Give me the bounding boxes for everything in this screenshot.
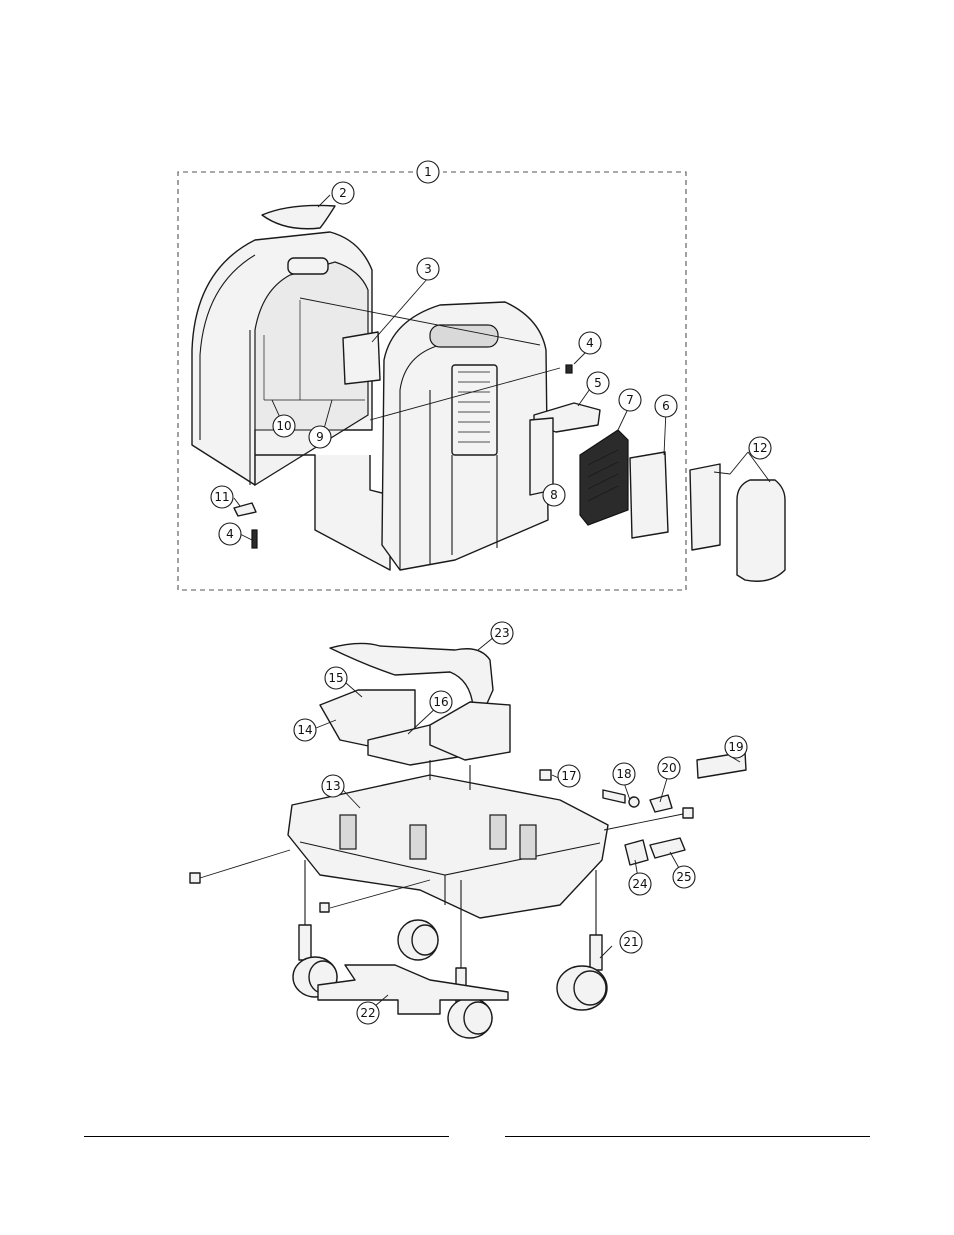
callout-16: 16 bbox=[429, 690, 453, 714]
part-foam-blocks bbox=[319, 689, 511, 766]
callout-5: 5 bbox=[586, 371, 610, 395]
part-caster-rear-left bbox=[397, 919, 439, 961]
svg-text:10: 10 bbox=[276, 419, 291, 433]
svg-text:8: 8 bbox=[550, 488, 558, 502]
part-filter-grille bbox=[579, 429, 629, 526]
callout-20: 20 bbox=[657, 756, 681, 780]
svg-text:17: 17 bbox=[561, 769, 576, 783]
svg-text:11: 11 bbox=[214, 490, 229, 504]
part-rear-shroud bbox=[191, 231, 391, 571]
svg-text:2: 2 bbox=[339, 186, 347, 200]
footer-rule-left bbox=[84, 1136, 449, 1137]
callout-7: 7 bbox=[618, 388, 642, 412]
callout-18: 18 bbox=[612, 762, 636, 786]
callout-15: 15 bbox=[324, 666, 348, 690]
callout-19: 19 bbox=[724, 735, 748, 759]
svg-text:24: 24 bbox=[632, 877, 647, 891]
callout-11: 11 bbox=[210, 485, 234, 509]
callout-23: 23 bbox=[490, 621, 514, 645]
callout-3: 3 bbox=[416, 257, 440, 281]
part-caster-right bbox=[556, 934, 608, 1011]
callout-14: 14 bbox=[293, 718, 317, 742]
callout-21: 21 bbox=[619, 930, 643, 954]
svg-text:9: 9 bbox=[316, 430, 324, 444]
part-screw-upper bbox=[565, 364, 573, 374]
svg-text:22: 22 bbox=[360, 1006, 375, 1020]
part-base-tray bbox=[287, 760, 609, 919]
callout-25: 25 bbox=[672, 865, 696, 889]
part-base-plate bbox=[317, 964, 509, 1015]
callout-1: 1 bbox=[416, 160, 440, 184]
svg-text:4: 4 bbox=[586, 336, 594, 350]
callout-22: 22 bbox=[356, 1001, 380, 1025]
svg-text:20: 20 bbox=[661, 761, 676, 775]
part-inner-panel bbox=[342, 331, 381, 385]
callout-2: 2 bbox=[331, 181, 355, 205]
callout-4-lower: 4 bbox=[218, 522, 242, 546]
part-screw-lower bbox=[251, 529, 258, 549]
svg-text:21: 21 bbox=[623, 935, 638, 949]
svg-text:25: 25 bbox=[676, 870, 691, 884]
svg-text:5: 5 bbox=[594, 376, 602, 390]
part-caster-axle-lines bbox=[304, 860, 597, 968]
svg-text:16: 16 bbox=[433, 695, 448, 709]
svg-text:19: 19 bbox=[728, 740, 743, 754]
part-top-label bbox=[261, 204, 336, 230]
svg-text:15: 15 bbox=[328, 671, 343, 685]
svg-text:12: 12 bbox=[752, 441, 767, 455]
callout-24: 24 bbox=[628, 872, 652, 896]
svg-text:18: 18 bbox=[616, 767, 631, 781]
callout-17: 17 bbox=[557, 764, 581, 788]
svg-text:23: 23 bbox=[494, 626, 509, 640]
callout-4-upper: 4 bbox=[578, 331, 602, 355]
footer-rule-right bbox=[505, 1136, 870, 1137]
svg-text:14: 14 bbox=[297, 723, 312, 737]
leader-lines bbox=[199, 194, 771, 1013]
callout-10: 10 bbox=[272, 414, 296, 438]
svg-text:6: 6 bbox=[662, 399, 670, 413]
callout-13: 13 bbox=[321, 774, 345, 798]
svg-text:1: 1 bbox=[424, 165, 432, 179]
part-filter-pad bbox=[629, 451, 669, 539]
svg-text:7: 7 bbox=[626, 393, 634, 407]
callout-6: 6 bbox=[654, 394, 678, 418]
part-access-cover bbox=[689, 463, 786, 582]
part-caster-front-center bbox=[447, 967, 493, 1039]
callout-9: 9 bbox=[308, 425, 332, 449]
part-bracket bbox=[233, 502, 257, 517]
part-front-shroud bbox=[381, 301, 549, 571]
callout-8: 8 bbox=[542, 483, 566, 507]
svg-text:3: 3 bbox=[424, 262, 432, 276]
callout-12: 12 bbox=[748, 436, 772, 460]
svg-text:4: 4 bbox=[226, 527, 234, 541]
part-side-panel bbox=[529, 417, 554, 496]
svg-text:13: 13 bbox=[325, 779, 340, 793]
